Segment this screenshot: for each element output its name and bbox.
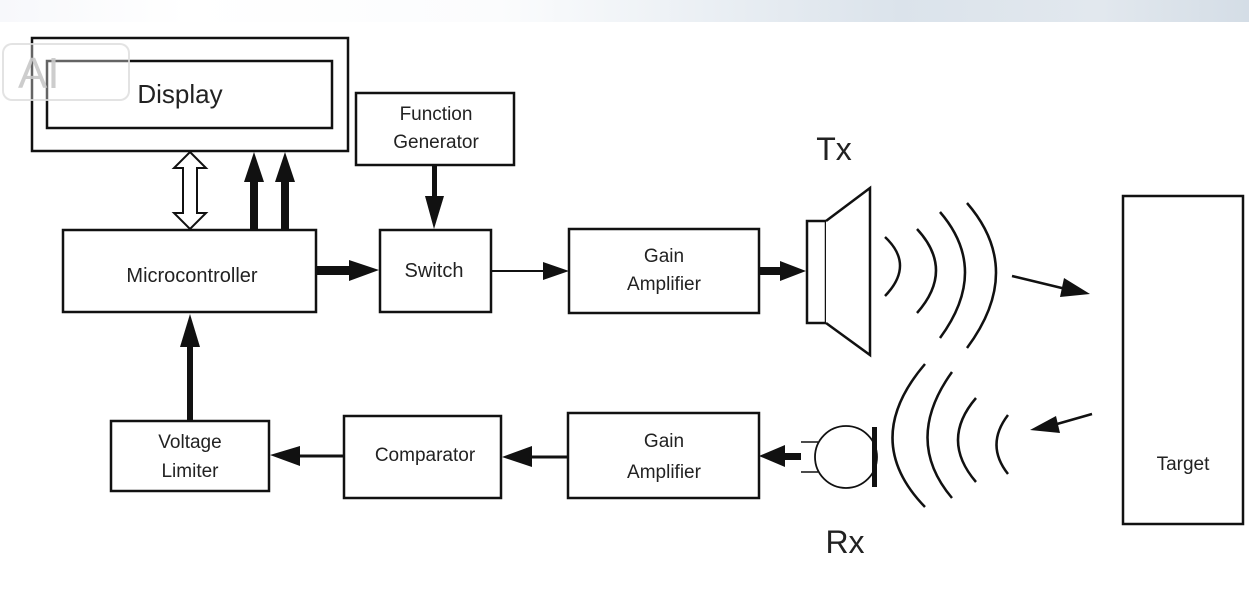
gain-amplifier-rx-block: Gain Amplifier xyxy=(566,411,761,500)
bold-arrow-mcu-to-display-2 xyxy=(275,152,295,230)
bold-arrow-mcu-to-switch xyxy=(316,260,379,281)
speaker-icon xyxy=(805,185,872,358)
display-block: Display xyxy=(30,36,350,153)
arrow-voltage-limiter-to-mcu xyxy=(180,314,200,421)
arrow-gain-tx-to-speaker xyxy=(759,261,806,281)
bold-arrow-mcu-to-display-1 xyxy=(244,152,264,230)
tx-sound-waves-icon xyxy=(884,202,998,349)
watermark-badge: AI xyxy=(2,43,130,101)
gain-amplifier-rx-label-line1: Gain xyxy=(644,431,684,452)
microcontroller-label: Microcontroller xyxy=(126,265,257,287)
gain-amplifier-tx-block: Gain Amplifier xyxy=(567,227,761,315)
tx-label: Tx xyxy=(816,131,852,167)
switch-label: Switch xyxy=(405,260,464,282)
comparator-block: Comparator xyxy=(342,414,503,500)
arrow-switch-to-gain-tx xyxy=(491,262,569,280)
arrow-tx-to-target xyxy=(1011,274,1090,297)
arrow-mic-to-gain-rx xyxy=(759,445,801,467)
voltage-limiter-block: Voltage Limiter xyxy=(109,419,271,493)
arrow-gain-rx-to-comparator xyxy=(502,446,568,467)
function-generator-block: Function Generator xyxy=(354,91,516,167)
function-generator-label-line2: Generator xyxy=(393,132,479,153)
target-label: Target xyxy=(1157,454,1211,475)
arrow-funcgen-to-switch xyxy=(425,165,444,229)
rx-label: Rx xyxy=(825,524,864,560)
gain-amplifier-tx-label-line2: Amplifier xyxy=(627,274,702,295)
top-banner-strip xyxy=(0,0,1249,22)
microphone-icon xyxy=(801,425,878,489)
voltage-limiter-label-line1: Voltage xyxy=(158,432,221,453)
display-label: Display xyxy=(137,79,222,109)
bidirectional-hollow-arrow xyxy=(171,150,209,231)
microcontroller-block: Microcontroller xyxy=(61,228,318,314)
gain-amplifier-rx-label-line2: Amplifier xyxy=(627,462,702,483)
switch-block: Switch xyxy=(378,228,493,314)
display-screen xyxy=(45,59,334,130)
gain-amplifier-tx-label-line1: Gain xyxy=(644,246,684,267)
target-block: Target xyxy=(1121,194,1245,526)
function-generator-label-line1: Function xyxy=(400,104,473,125)
voltage-limiter-label-line2: Limiter xyxy=(161,461,219,482)
comparator-label: Comparator xyxy=(375,445,476,466)
arrow-comparator-to-voltage-limiter xyxy=(270,446,344,466)
rx-sound-waves-icon xyxy=(891,363,1009,508)
arrow-target-to-rx xyxy=(1030,412,1093,433)
